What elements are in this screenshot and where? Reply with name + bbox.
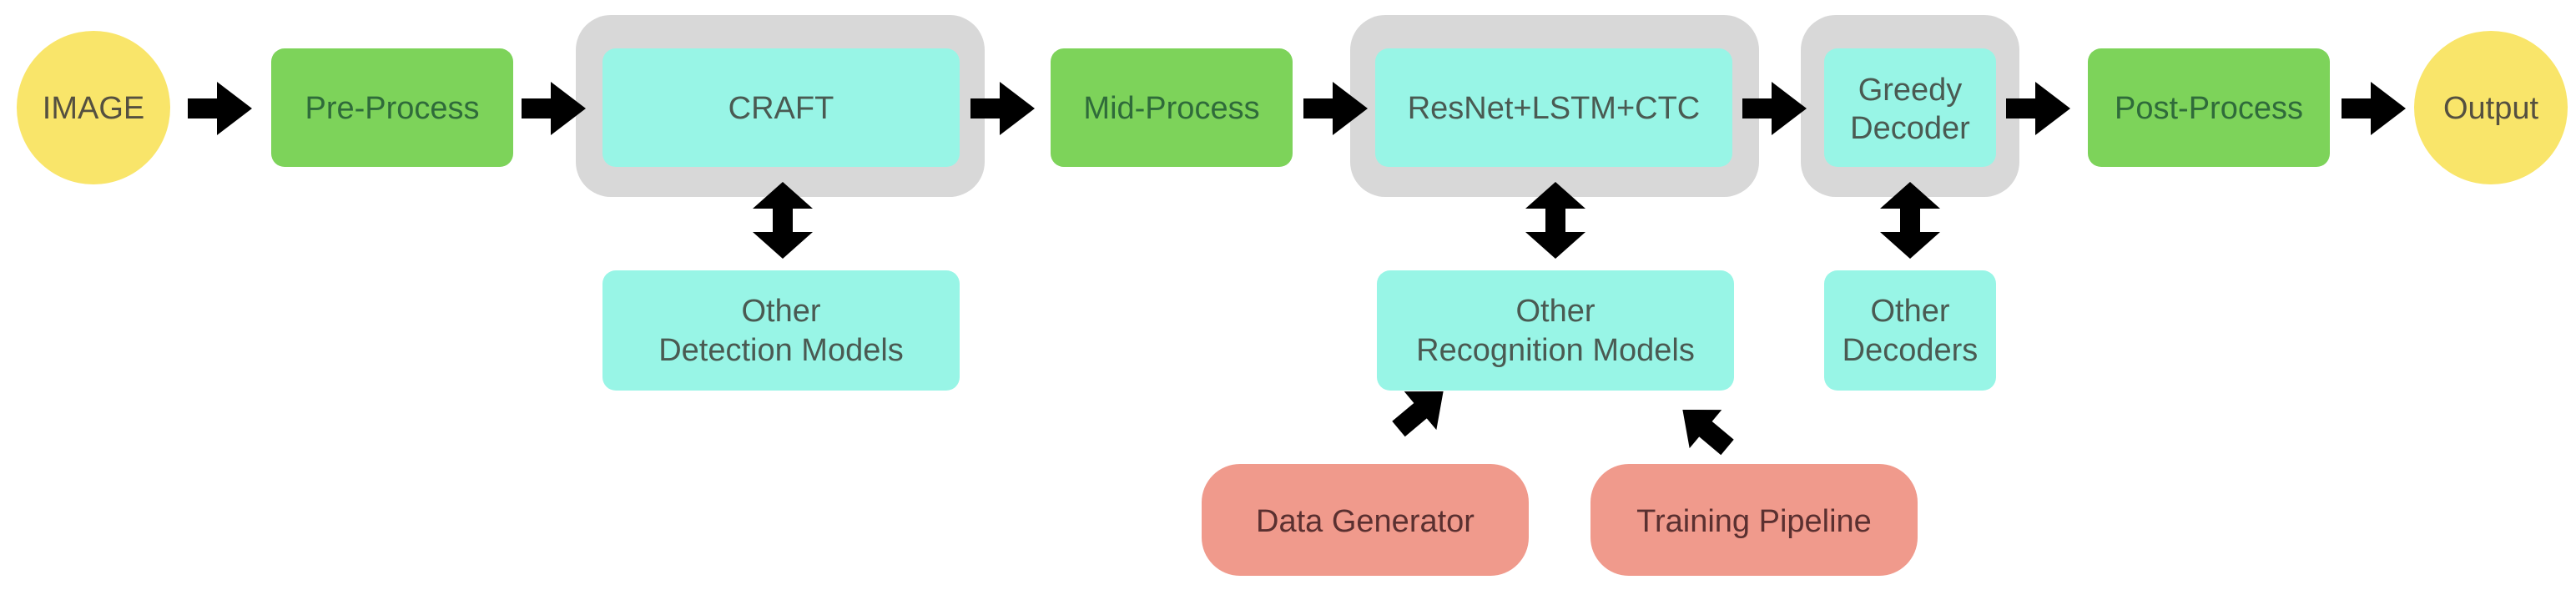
other-detection-line-1: Other — [741, 294, 820, 329]
other-recognition-line-1: Other — [1515, 294, 1595, 329]
double-arrow-recognizer-icon — [1525, 182, 1585, 259]
double-arrow-decoder-icon — [1880, 182, 1940, 259]
training-pipeline-label: Training Pipeline — [1636, 504, 1872, 539]
arrow-midprocess-to-recognizer-icon — [1303, 82, 1368, 135]
arrow-datagen-to-recognition-icon — [1392, 391, 1444, 437]
arrow-craft-to-midprocess-icon — [970, 82, 1035, 135]
double-arrow-craft-icon — [753, 182, 813, 259]
other-detection-line-2: Detection Models — [658, 333, 904, 368]
training-pipeline-node: Training Pipeline — [1590, 464, 1918, 576]
greedy-decoder-label-line-1: Greedy — [1858, 73, 1963, 108]
pre-process-label: Pre-Process — [305, 91, 479, 126]
other-recognition-line-2: Recognition Models — [1416, 333, 1695, 368]
other-decoders-line-1: Other — [1870, 294, 1949, 329]
image-node-label: IMAGE — [43, 91, 144, 126]
craft-label: CRAFT — [728, 91, 834, 126]
other-detection-models-node: Other Detection Models — [602, 270, 960, 391]
arrow-training-to-recognition-icon — [1682, 410, 1734, 456]
diagonal-arrows — [1392, 391, 1734, 456]
greedy-decoder-node: Greedy Decoder — [1824, 48, 1996, 167]
recognizer-label: ResNet+LSTM+CTC — [1408, 91, 1701, 126]
recognizer-node: ResNet+LSTM+CTC — [1375, 48, 1732, 167]
image-node: IMAGE — [17, 31, 170, 184]
other-decoders-node: Other Decoders — [1824, 270, 1996, 391]
output-node: Output — [2414, 31, 2568, 184]
output-node-label: Output — [2443, 91, 2539, 126]
data-generator-node: Data Generator — [1202, 464, 1529, 576]
arrow-postprocess-to-output-icon — [2342, 82, 2406, 135]
flow-arrows — [188, 82, 2406, 135]
other-decoders-line-2: Decoders — [1843, 333, 1979, 368]
arrow-image-to-preprocess-icon — [188, 82, 252, 135]
post-process-label: Post-Process — [2115, 91, 2303, 126]
craft-node: CRAFT — [602, 48, 960, 167]
data-generator-label: Data Generator — [1256, 504, 1475, 539]
mid-process-node: Mid-Process — [1051, 48, 1293, 167]
mid-process-label: Mid-Process — [1083, 91, 1259, 126]
pre-process-node: Pre-Process — [271, 48, 513, 167]
arrow-recognizer-to-decoder-icon — [1742, 82, 1807, 135]
post-process-node: Post-Process — [2088, 48, 2330, 167]
swap-arrows — [753, 182, 1940, 259]
arrow-decoder-to-postprocess-icon — [2006, 82, 2070, 135]
greedy-decoder-label-line-2: Decoder — [1850, 111, 1970, 146]
other-recognition-models-node: Other Recognition Models — [1377, 270, 1734, 391]
arrow-preprocess-to-craft-icon — [522, 82, 586, 135]
